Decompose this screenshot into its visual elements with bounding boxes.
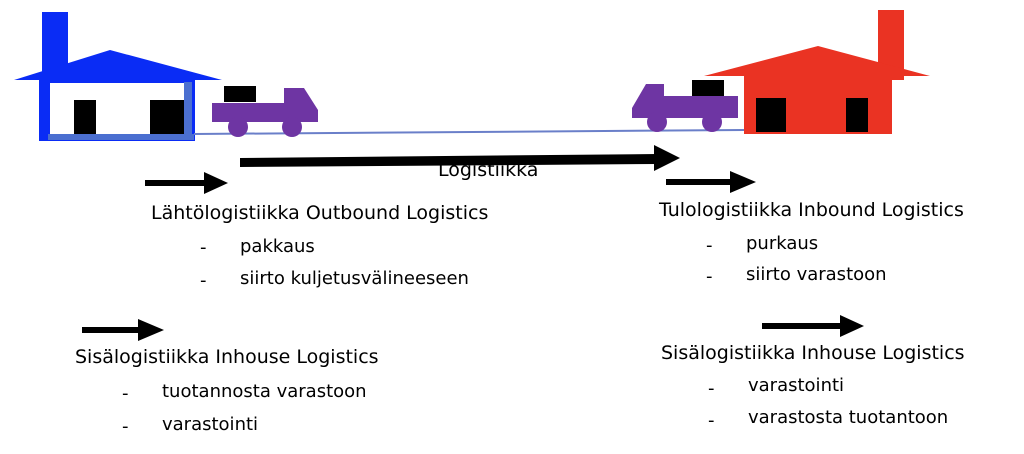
bullet-dash: - <box>122 416 129 437</box>
bullet-dash: - <box>200 237 207 258</box>
inbound-arrow-icon <box>666 171 756 193</box>
inbound-title: Tulologistiikka Inbound Logistics <box>659 199 964 221</box>
inhouse-right-item: varastointi <box>748 375 845 396</box>
outbound-item: siirto kuljetusvälineeseen <box>240 268 469 289</box>
box-icon <box>150 100 184 134</box>
outbound-item: pakkaus <box>240 236 315 257</box>
inbound-item: siirto varastoon <box>746 264 887 285</box>
logistics-label: Logistiikka <box>438 159 539 181</box>
box-icon <box>692 80 724 96</box>
inhouse-left-title: Sisälogistiikka Inhouse Logistics <box>75 346 379 368</box>
bullet-dash: - <box>708 378 715 399</box>
logistics-arrow-icon <box>240 145 680 171</box>
bullet-dash: - <box>200 270 207 291</box>
outbound-title: Lähtölogistiikka Outbound Logistics <box>151 202 489 224</box>
box-icon <box>74 100 96 134</box>
bullet-dash: - <box>122 383 129 404</box>
bullet-dash: - <box>708 410 715 431</box>
inhouse-right-arrow-icon <box>762 315 864 337</box>
right-factory-icon <box>704 10 930 134</box>
bullet-dash: - <box>706 235 713 256</box>
box-icon <box>224 86 256 102</box>
inhouse-left-arrow-icon <box>82 319 164 341</box>
left-factory-icon <box>14 12 222 141</box>
inbound-item: purkaus <box>746 233 819 254</box>
inhouse-right-title: Sisälogistiikka Inhouse Logistics <box>661 342 965 364</box>
outbound-arrow-icon <box>145 172 228 194</box>
truck-icon <box>632 80 738 132</box>
box-icon <box>756 98 786 132</box>
inhouse-right-item: varastosta tuotantoon <box>748 407 949 428</box>
inhouse-left-item: tuotannosta varastoon <box>162 381 367 402</box>
truck-icon <box>212 86 318 137</box>
box-icon <box>846 98 868 132</box>
bullet-dash: - <box>706 266 713 287</box>
inhouse-left-item: varastointi <box>162 414 259 435</box>
